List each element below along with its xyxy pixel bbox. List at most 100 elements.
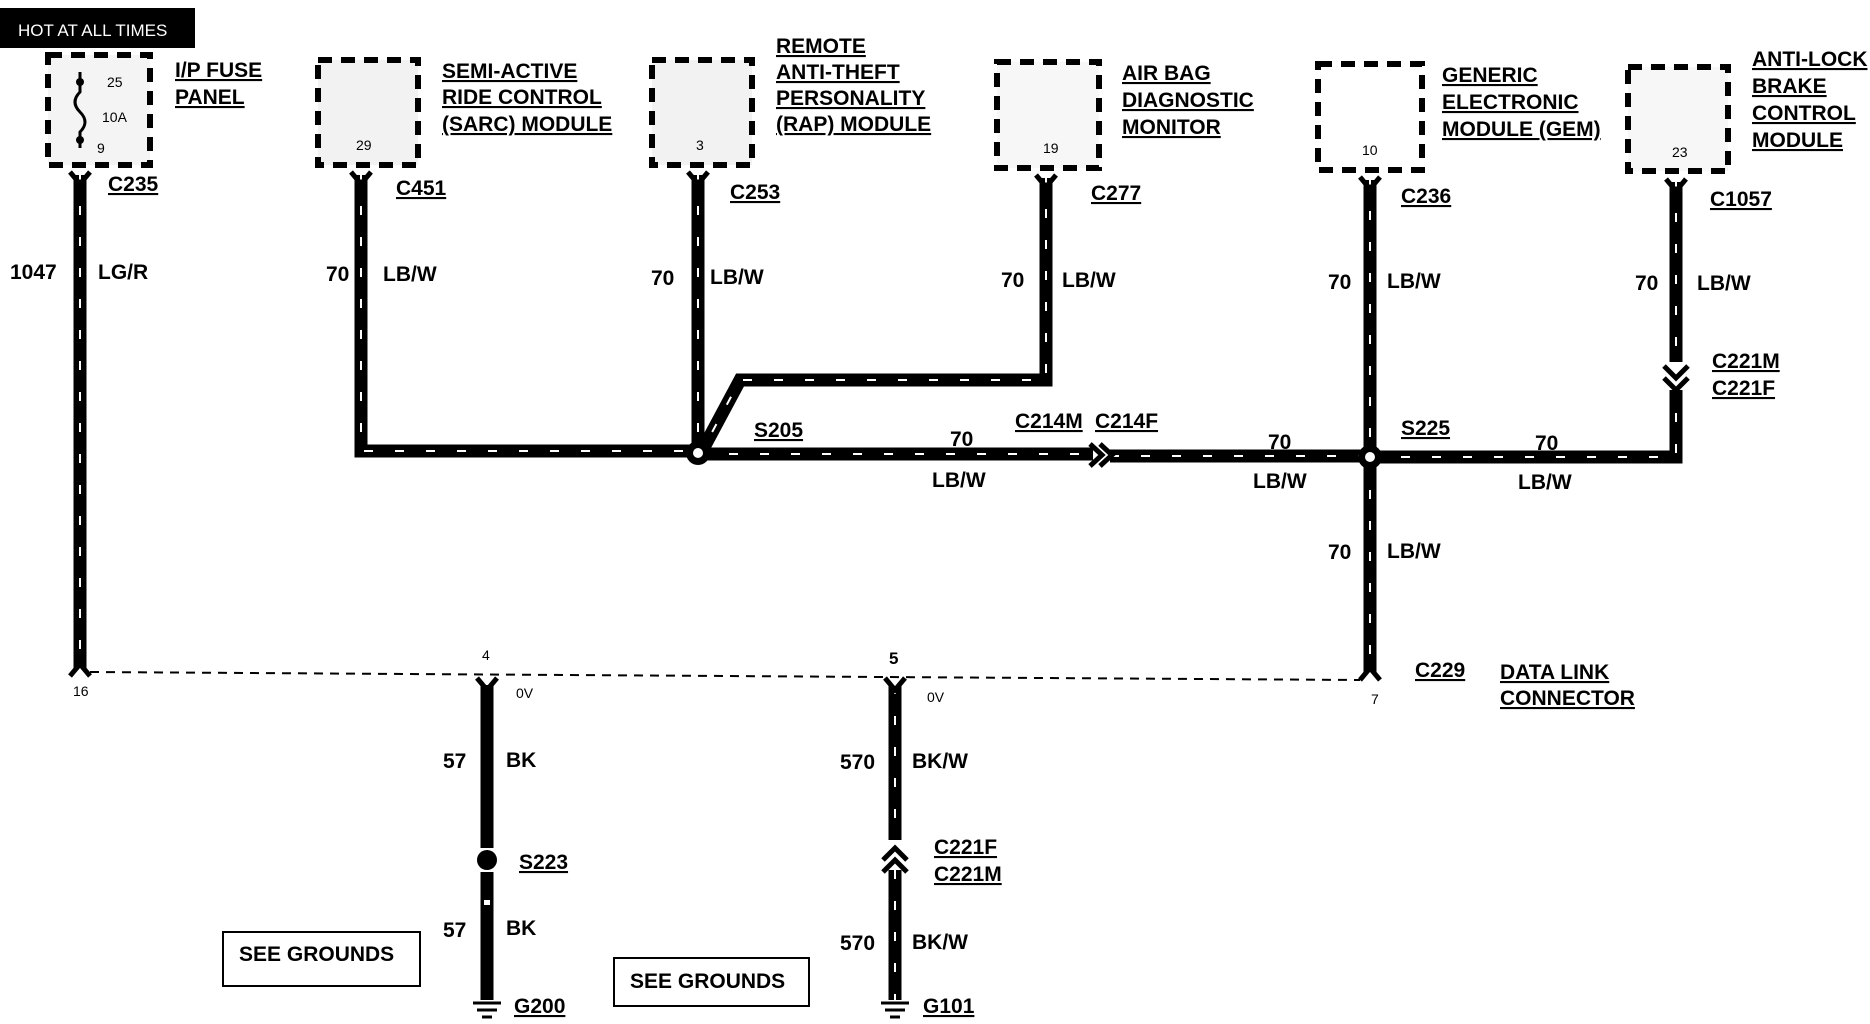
label-bus-seg2-color: LB/W xyxy=(1253,470,1307,493)
wire-airbag xyxy=(696,178,1053,455)
label-color-airbag: LB/W xyxy=(1062,269,1116,292)
fuse-pin-bottom: 9 xyxy=(97,140,105,156)
conn-c221-abs-top xyxy=(1662,364,1690,382)
label-c229: C229 xyxy=(1415,659,1465,682)
label-c221m-g101: C221M xyxy=(934,863,1002,886)
abs-name-4: MODULE xyxy=(1752,129,1843,152)
conn-end-c236 xyxy=(1358,175,1382,193)
conn-c214-right xyxy=(1098,442,1116,468)
label-c451: C451 xyxy=(396,177,447,200)
label-color-gem: LB/W xyxy=(1387,270,1441,293)
sarc-name-2: RIDE CONTROL xyxy=(442,86,602,109)
hot-at-all-times-label: HOT AT ALL TIMES xyxy=(18,21,167,40)
fuse-terminal-bottom xyxy=(76,136,84,144)
conn-end-c1057 xyxy=(1664,177,1688,195)
see-grounds-label-g200[interactable]: SEE GROUNDS xyxy=(239,943,394,966)
dlc-volt-4: 0V xyxy=(516,685,534,701)
conn-c221-g101-bottom xyxy=(881,856,909,874)
fuse-rating: 10A xyxy=(102,109,128,125)
conn-c214-left xyxy=(1088,442,1106,468)
label-g200: G200 xyxy=(514,995,565,1018)
label-color-abs: LB/W xyxy=(1697,272,1751,295)
fuse-panel-box xyxy=(45,52,153,168)
rap-pin: 3 xyxy=(696,137,704,153)
label-down-circuit: 70 xyxy=(1328,541,1351,564)
label-s205: S205 xyxy=(754,419,803,442)
wire-sarc-stripe xyxy=(360,175,698,452)
label-57-upper-circuit: 57 xyxy=(443,750,466,773)
dlc-pin-4: 4 xyxy=(482,647,490,663)
fuse-symbol-icon xyxy=(73,72,87,148)
airbag-name-2: DIAGNOSTIC xyxy=(1122,89,1254,112)
dlc-term-4 xyxy=(475,676,499,694)
label-57-lower-circuit: 57 xyxy=(443,919,466,942)
see-grounds-box-g101[interactable] xyxy=(613,957,810,1007)
label-c235: C235 xyxy=(108,173,159,196)
dlc-term-7 xyxy=(1358,664,1382,682)
airbag-name-1: AIR BAG xyxy=(1122,62,1211,85)
label-bus-seg1-circuit: 70 xyxy=(950,428,973,451)
label-c236: C236 xyxy=(1401,185,1451,208)
splice-s223 xyxy=(477,850,497,870)
fuse-panel-name-2: PANEL xyxy=(175,86,245,109)
label-570-lower-circuit: 570 xyxy=(840,932,875,955)
dlc-term-16 xyxy=(68,660,92,678)
see-grounds-box-g200[interactable] xyxy=(222,931,421,987)
dlc-name-2: CONNECTOR xyxy=(1500,687,1635,710)
abs-module-box xyxy=(1625,64,1731,174)
rap-name-2: ANTI-THEFT xyxy=(776,61,900,84)
label-c221m-abs: C221M xyxy=(1712,350,1780,373)
splice-s225-center xyxy=(1365,452,1375,462)
label-s223: S223 xyxy=(519,851,568,874)
airbag-name-3: MONITOR xyxy=(1122,116,1221,139)
fuse-panel-name-1: I/P FUSE xyxy=(175,59,262,82)
dlc-pin-16: 16 xyxy=(73,683,89,699)
fuse-pin-top: 25 xyxy=(107,74,123,90)
label-bus-seg3-color: LB/W xyxy=(1518,471,1572,494)
sarc-pin: 29 xyxy=(356,137,372,153)
label-c1057: C1057 xyxy=(1710,188,1772,211)
dlc-pin-5: 5 xyxy=(889,649,898,668)
conn-c221-abs-bottom xyxy=(1662,376,1690,394)
label-bus-seg1-color: LB/W xyxy=(932,469,986,492)
dlc-volt-5: 0V xyxy=(927,689,945,705)
label-c221f-g101: C221F xyxy=(934,836,997,859)
hot-at-all-times-banner xyxy=(0,8,195,48)
label-570-upper-color: BK/W xyxy=(912,750,968,773)
gem-module-box xyxy=(1315,61,1425,173)
ground-g101-icon xyxy=(881,1001,909,1019)
dlc-pin-7: 7 xyxy=(1371,691,1379,707)
conn-end-c253 xyxy=(686,170,710,188)
rap-name-4: (RAP) MODULE xyxy=(776,113,931,136)
abs-name-1: ANTI-LOCK xyxy=(1752,48,1867,71)
label-color-sarc: LB/W xyxy=(383,263,437,286)
label-c277: C277 xyxy=(1091,182,1141,205)
label-down-color: LB/W xyxy=(1387,540,1441,563)
abs-pin: 23 xyxy=(1672,144,1688,160)
label-c221f-abs: C221F xyxy=(1712,377,1775,400)
label-g101: G101 xyxy=(923,995,975,1018)
label-c214m: C214M xyxy=(1015,410,1083,433)
dlc-outline xyxy=(89,671,1361,681)
sarc-module-box xyxy=(315,57,421,168)
label-bus-seg3-circuit: 70 xyxy=(1535,432,1558,455)
abs-name-2: BRAKE xyxy=(1752,75,1827,98)
dlc-term-5 xyxy=(883,676,907,694)
label-c253: C253 xyxy=(730,181,780,204)
gem-name-1: GENERIC xyxy=(1442,64,1538,87)
wire-airbag-stripe xyxy=(701,178,1047,452)
label-circuit-abs: 70 xyxy=(1635,272,1658,295)
label-circuit-rap: 70 xyxy=(651,267,674,290)
ground-g200-icon xyxy=(473,1001,501,1019)
wire-bus-seg3-stripe xyxy=(1370,390,1677,458)
see-grounds-label-g101[interactable]: SEE GROUNDS xyxy=(630,970,785,993)
label-circuit-airbag: 70 xyxy=(1001,269,1024,292)
label-57-upper-color: BK xyxy=(506,749,536,772)
airbag-module-box xyxy=(994,59,1102,171)
rap-name-3: PERSONALITY xyxy=(776,87,925,110)
sarc-name-3: (SARC) MODULE xyxy=(442,113,612,136)
airbag-pin: 19 xyxy=(1043,140,1059,156)
conn-end-c235 xyxy=(68,170,92,188)
label-bus-seg2-circuit: 70 xyxy=(1268,431,1291,454)
